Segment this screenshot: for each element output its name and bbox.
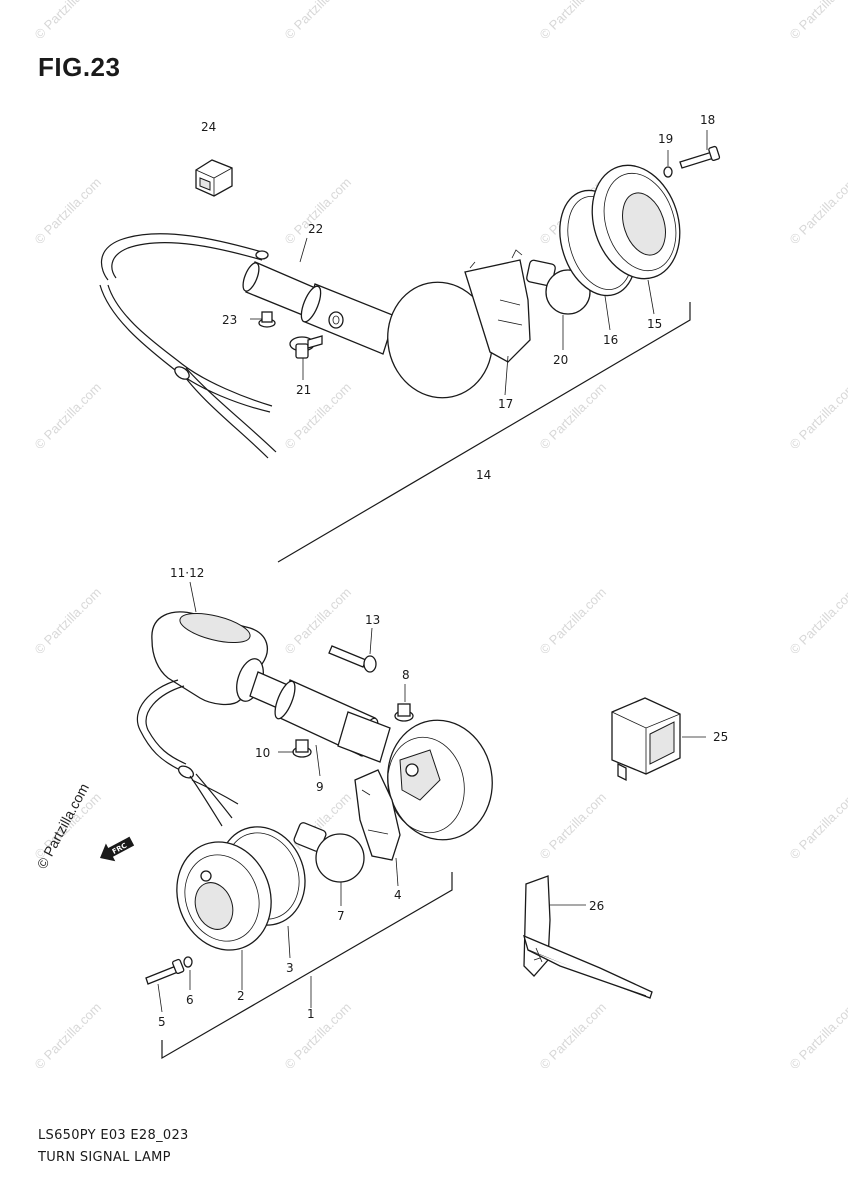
callout-2: 2 xyxy=(237,989,245,1003)
callout-22: 22 xyxy=(308,222,323,236)
upper-assembly xyxy=(99,130,721,563)
watermark: © Partzilla.com xyxy=(282,380,355,453)
part-19-washer xyxy=(663,166,673,178)
callout-13: 13 xyxy=(365,613,380,627)
part-21-bolt xyxy=(289,335,323,359)
callout-21: 21 xyxy=(296,383,311,397)
callout-5: 5 xyxy=(158,1015,166,1029)
figure-title: FIG.23 xyxy=(38,52,121,82)
front-direction-arrow: FRC xyxy=(100,836,135,862)
callout-23: 23 xyxy=(222,313,237,327)
part-17-housing xyxy=(387,249,531,399)
watermark: © Partzilla.com xyxy=(787,790,848,863)
callout-4: 4 xyxy=(394,888,402,902)
watermark: © Partzilla.com xyxy=(787,175,848,248)
callout-14: 14 xyxy=(476,468,491,482)
part-15-lens xyxy=(591,164,681,280)
part-13-screw xyxy=(328,645,377,673)
assembly-14-bracket xyxy=(277,302,691,563)
callout-20: 20 xyxy=(553,353,568,367)
callout-7: 7 xyxy=(337,909,345,923)
watermark: © Partzilla.com xyxy=(537,585,610,658)
part-7-bulb xyxy=(293,822,365,883)
watermark: © Partzilla.com xyxy=(32,380,105,453)
callout-19: 19 xyxy=(658,132,673,146)
watermark: © Partzilla.com xyxy=(787,0,848,42)
part-4-socket xyxy=(354,769,401,861)
callout-1: 1 xyxy=(307,1007,315,1021)
watermark-vertical: © Partzilla.com xyxy=(34,781,92,872)
part-22-stem xyxy=(242,250,396,355)
watermark: © Partzilla.com xyxy=(32,1000,105,1073)
part-25-relay xyxy=(611,697,681,782)
part-26-bracket xyxy=(523,875,653,999)
callout-17: 17 xyxy=(498,397,513,411)
watermark: © Partzilla.com xyxy=(537,790,610,863)
callout-15: 15 xyxy=(647,317,662,331)
watermark: © Partzilla.com xyxy=(537,380,610,453)
watermark: © Partzilla.com xyxy=(537,0,610,42)
callout-8: 8 xyxy=(402,668,410,682)
lower-assembly xyxy=(136,581,706,1060)
part-6-washer xyxy=(183,956,193,968)
watermark: © Partzilla.com xyxy=(787,585,848,658)
callout-18: 18 xyxy=(700,113,715,127)
callout-9: 9 xyxy=(316,780,324,794)
callout-16: 16 xyxy=(603,333,618,347)
watermark-layer: © Partzilla.com © Partzilla.com © Partzi… xyxy=(32,0,848,1072)
callout-3: 3 xyxy=(286,961,294,975)
watermark: © Partzilla.com xyxy=(282,0,355,42)
callout-25: 25 xyxy=(713,730,728,744)
watermark: © Partzilla.com xyxy=(282,175,355,248)
watermark: © Partzilla.com xyxy=(282,585,355,658)
callout-6: 6 xyxy=(186,993,194,1007)
part-23-nut xyxy=(258,311,276,328)
callout-11-12: 11·12 xyxy=(170,566,204,580)
wire-harness-lower xyxy=(136,679,239,827)
watermark: © Partzilla.com xyxy=(32,585,105,658)
part-11-12-bracket xyxy=(151,611,268,706)
watermark: © Partzilla.com xyxy=(32,0,105,42)
callout-24: 24 xyxy=(201,120,216,134)
part-9-stem xyxy=(249,671,391,763)
figure-code: LS650PY E03 E28_023 xyxy=(38,1128,189,1143)
assembly-1-bracket xyxy=(161,872,453,1060)
watermark: © Partzilla.com xyxy=(537,1000,610,1073)
watermark: © Partzilla.com xyxy=(787,380,848,453)
wire-harness-upper xyxy=(99,233,277,459)
watermark: © Partzilla.com xyxy=(787,1000,848,1073)
figure-name: TURN SIGNAL LAMP xyxy=(38,1150,171,1165)
part-18-screw xyxy=(679,145,721,169)
watermark: © Partzilla.com xyxy=(32,175,105,248)
callout-26: 26 xyxy=(589,899,604,913)
part-10-nut xyxy=(292,739,312,758)
part-5-screw xyxy=(145,958,185,985)
part-24-clip xyxy=(195,159,233,197)
part-2-lens xyxy=(176,841,272,951)
callout-labels: 24 22 19 18 23 21 20 16 15 17 14 11·12 1… xyxy=(158,113,728,1029)
callout-10: 10 xyxy=(255,746,270,760)
lower-housing xyxy=(387,719,493,841)
watermark: © Partzilla.com xyxy=(282,1000,355,1073)
part-8-nut xyxy=(394,703,414,722)
